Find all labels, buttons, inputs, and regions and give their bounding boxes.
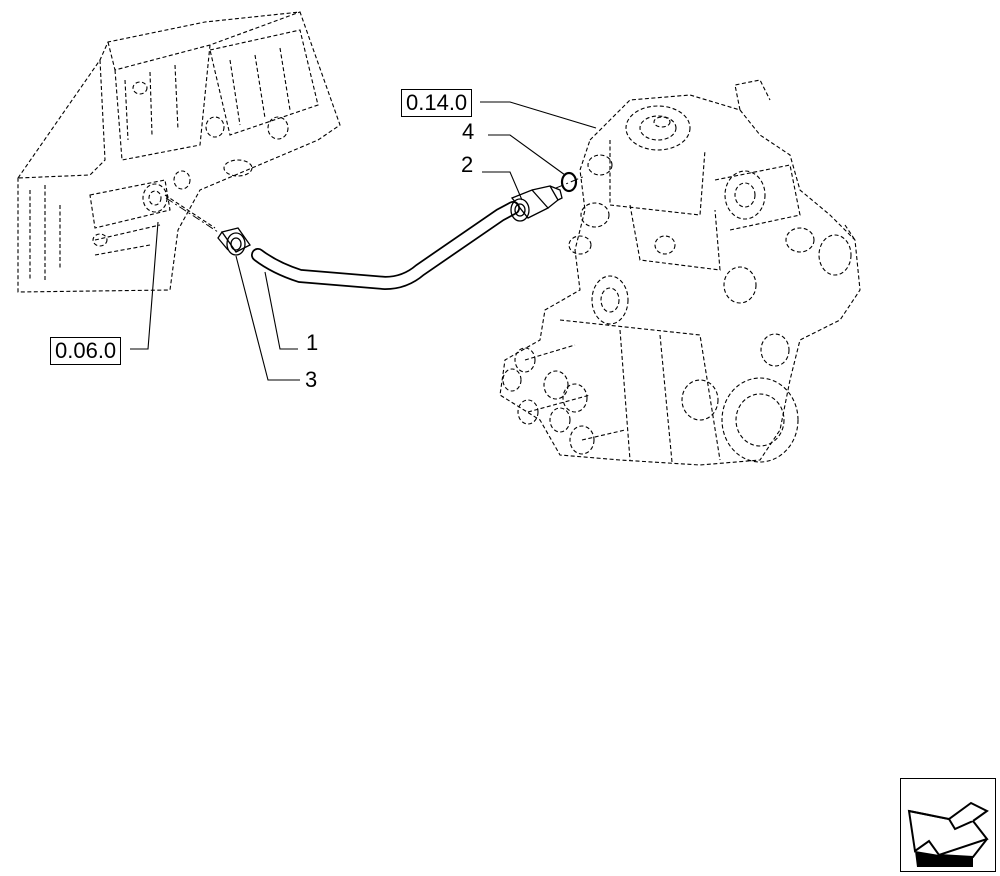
callout-4: 4 <box>462 119 475 144</box>
union-fitting[interactable] <box>510 185 563 222</box>
previous-page-button[interactable] <box>900 778 996 872</box>
callout-3: 3 <box>305 367 318 392</box>
callout-2: 2 <box>461 152 474 177</box>
fuel-pipe[interactable] <box>251 201 520 291</box>
reference-box-left[interactable]: 0.06.0 <box>50 337 122 365</box>
callout-1: 1 <box>306 330 319 355</box>
injection-pump-outline <box>499 79 861 466</box>
engine-block-outline <box>17 11 341 293</box>
sealing-ring[interactable] <box>560 171 578 193</box>
reference-box-right[interactable]: 0.14.0 <box>401 89 473 117</box>
nut-fitting[interactable] <box>217 227 251 256</box>
previous-page-arrow-icon <box>907 801 989 867</box>
leader-lines <box>130 101 597 381</box>
